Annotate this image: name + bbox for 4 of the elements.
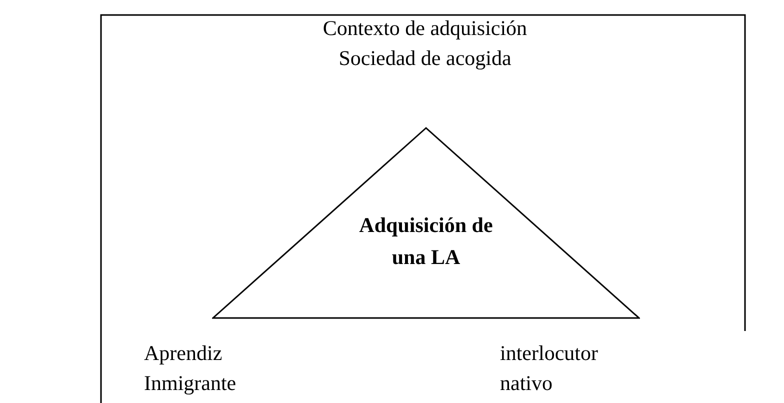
triangle-label: Adquisición de una LA bbox=[358, 212, 494, 271]
corner-caption: Contexto de adquisición Sociedad de acogida bbox=[322, 15, 528, 72]
corner-caption: Aprendiz Inmigrante bbox=[144, 340, 238, 397]
corner-caption: interlocutor nativo bbox=[500, 340, 599, 397]
